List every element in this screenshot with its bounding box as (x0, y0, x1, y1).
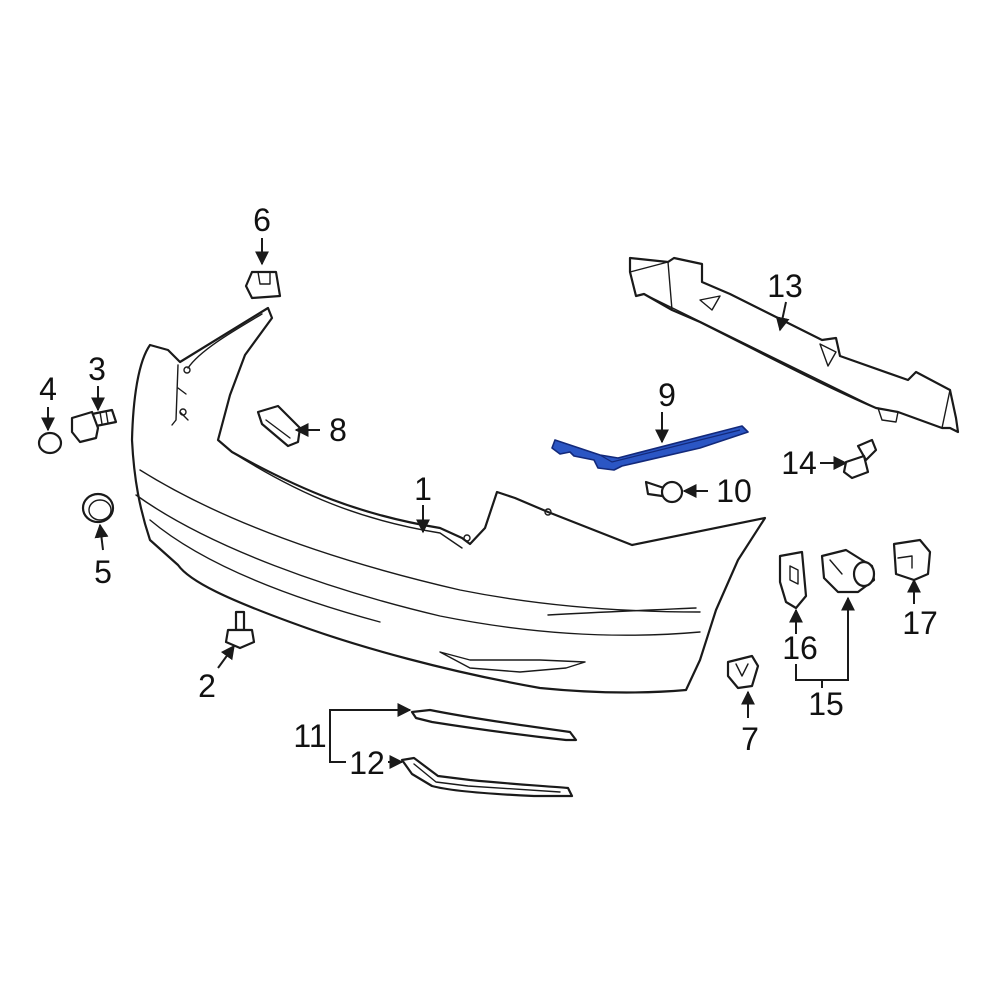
reinforcement-beam-part[interactable] (628, 256, 960, 434)
bolt-part[interactable] (224, 610, 256, 650)
leader-5 (94, 523, 109, 551)
sensor-bracket-part[interactable] (778, 550, 808, 610)
callout-labels: 1 2 3 4 5 6 7 8 9 10 11 12 13 14 15 16 1… (39, 202, 938, 781)
parking-sensor-part[interactable] (820, 548, 876, 594)
callout-11: 11 (293, 718, 326, 754)
callout-3: 3 (88, 351, 106, 387)
leader-2 (217, 644, 235, 669)
sensor-retainer-part[interactable] (892, 538, 932, 582)
leader-lines (41, 238, 921, 769)
callout-4: 4 (39, 371, 57, 407)
callout-6: 6 (253, 202, 271, 238)
retainer-clip-part[interactable] (244, 270, 282, 300)
side-bracket-part[interactable] (256, 404, 302, 448)
push-clip-part[interactable] (644, 480, 684, 504)
reflector-molding-part[interactable] (400, 756, 574, 798)
leader-11-bracket (329, 703, 412, 740)
callout-12: 12 (349, 745, 385, 781)
plug-part[interactable] (37, 431, 63, 455)
callout-1: 1 (414, 471, 432, 507)
screw-part[interactable] (70, 408, 118, 444)
callout-16: 16 (782, 630, 818, 666)
callout-7: 7 (741, 721, 759, 757)
highlighted-bracket-part[interactable] (551, 425, 749, 471)
leader-13 (775, 301, 790, 332)
callout-17: 17 (902, 605, 938, 641)
retainer-part[interactable] (726, 654, 760, 690)
callout-15: 15 (808, 686, 844, 722)
callout-10: 10 (716, 473, 752, 509)
callout-9: 9 (658, 377, 676, 413)
callout-5: 5 (94, 554, 112, 590)
cap-part[interactable] (81, 492, 115, 524)
leader-12-bracket (329, 740, 346, 763)
beam-bolt-part[interactable] (842, 438, 878, 480)
garnish-molding-part[interactable] (410, 708, 578, 742)
callout-13: 13 (767, 268, 803, 304)
callout-14: 14 (781, 445, 817, 481)
callout-2: 2 (198, 668, 216, 704)
callout-8: 8 (329, 412, 347, 448)
